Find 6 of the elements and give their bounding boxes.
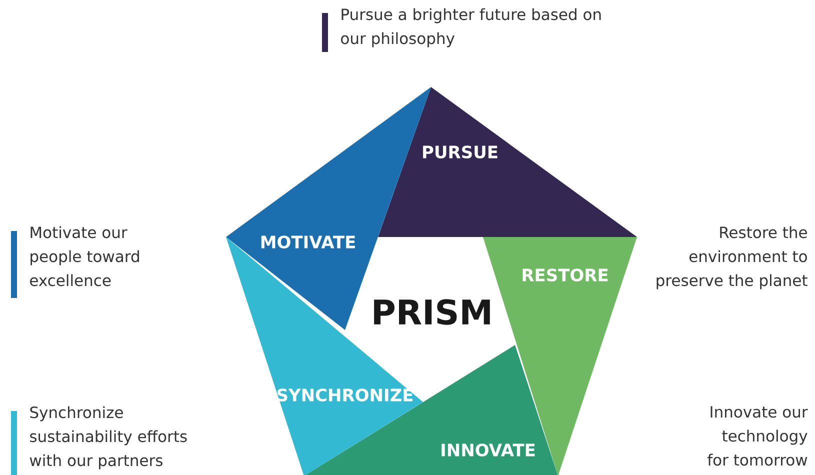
description-text: Innovate our technology for tomorrow	[708, 406, 808, 466]
description-text: Synchronize sustainability efforts with our partners	[30, 406, 187, 470]
description-text: Pursue a brighter future based on our philosophy	[341, 8, 601, 48]
description-text: Restore the environment to preserve the planet	[656, 226, 808, 290]
description-text: Motivate our people toward excellence	[30, 226, 139, 286]
pentagon-segment: PURSUE	[378, 87, 637, 237]
